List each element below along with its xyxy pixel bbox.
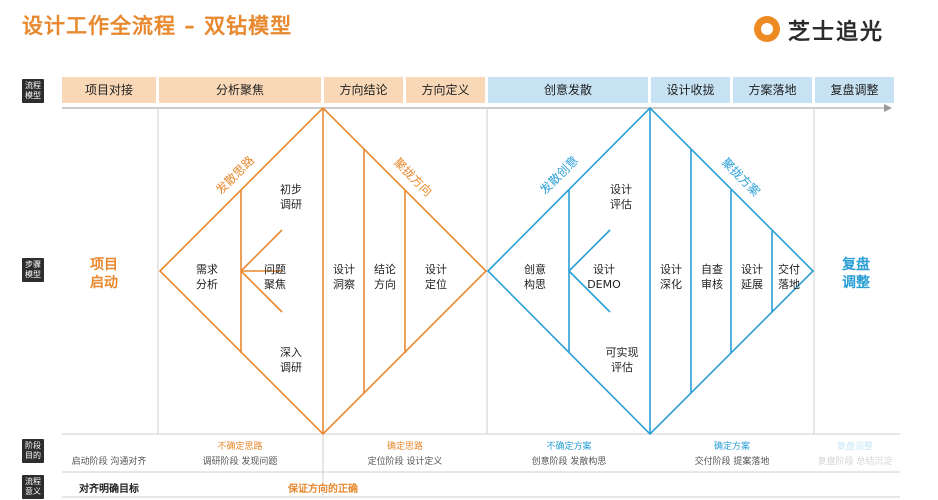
- row-label-process-model: 流程 模型: [22, 79, 44, 103]
- header-review-adjust: 复盘调整: [815, 77, 894, 103]
- header-direction-definition: 方向定义: [406, 77, 485, 103]
- cell-design-extend: 设计 延展: [741, 263, 763, 291]
- diamond-1-converge-label: 聚拢方向: [391, 155, 436, 200]
- row-label-step-model: 步骤 模型: [22, 258, 44, 282]
- cell-feasibility-evaluation: 可实现 评估: [605, 346, 639, 374]
- brand-logo-icon: [754, 16, 780, 42]
- diamond-2-diverge-label: 发散创意: [537, 153, 582, 198]
- stage-goal-review-sub: 复盘阶段 总结沉淀: [817, 457, 893, 467]
- timeline-arrow-icon: [884, 104, 892, 112]
- cell-design-insight: 设计 洞察: [333, 263, 355, 291]
- stage-goal-d2-left-title: 不确定方案: [546, 442, 592, 452]
- cell-creative-ideation: 创意 构思: [524, 263, 546, 291]
- cell-conclusion-direction: 结论 方向: [374, 263, 396, 291]
- side-label-review: 复盘 调整: [842, 257, 870, 291]
- meaning-kickoff: 对齐明确目标: [79, 484, 139, 495]
- diamond-2: [486, 106, 815, 436]
- meaning-diamond-1: 保证方向的正确: [288, 484, 358, 495]
- diamond-2-outline: [486, 106, 815, 436]
- cell-deep-research: 深入 调研: [280, 346, 302, 374]
- header-creative-diverge: 创意发散: [488, 77, 648, 103]
- brand-logo: 芝士追光: [754, 14, 904, 54]
- cell-delivery-landing: 交付 落地: [778, 263, 800, 291]
- header-design-converge: 设计收拢: [651, 77, 730, 103]
- side-label-start: 项目 启动: [90, 257, 118, 291]
- stage-goal-d2-left-sub: 创意阶段 发散构思: [531, 457, 607, 467]
- cell-design-demo: 设计 DEMO: [587, 263, 621, 291]
- cell-problem-focus: 问题 聚焦: [264, 263, 286, 291]
- stage-goal-d1-left-title: 不确定思路: [217, 442, 263, 452]
- stage-goal-d2-right-title: 确定方案: [713, 442, 750, 452]
- diamond-1: [158, 106, 488, 436]
- cell-design-positioning: 设计 定位: [425, 263, 447, 291]
- stage-goal-d1-right-sub: 定位阶段 设计定义: [367, 457, 443, 467]
- diamond-2-converge-label: 聚拢方案: [719, 155, 764, 200]
- cell-requirement-analysis: 需求 分析: [196, 263, 218, 291]
- cell-design-deepen: 设计 深化: [660, 263, 682, 291]
- row-label-stage-goal: 阶段 目的: [22, 439, 44, 463]
- diamond-1-diverge-label: 发散思路: [213, 153, 258, 198]
- header-direction-conclusion: 方向结论: [324, 77, 403, 103]
- cell-initial-research: 初步 调研: [280, 183, 302, 211]
- cell-self-review: 自查 审核: [701, 263, 723, 291]
- diamond-1-outline: [158, 106, 488, 436]
- page-title: 设计工作全流程 – 双钻模型: [22, 14, 293, 38]
- brand-name: 芝士追光: [788, 20, 885, 45]
- stage-goal-d1-left-sub: 调研阶段 发现问题: [202, 457, 278, 467]
- row-label-process-meaning: 流程 意义: [22, 475, 44, 499]
- stage-goal-d1-right-title: 确定思路: [386, 442, 423, 452]
- header-project-kickoff: 项目对接: [62, 77, 156, 103]
- stage-goal-review-title: 复盘调整: [836, 442, 873, 452]
- header-solution-landing: 方案落地: [733, 77, 812, 103]
- stage-goal-d2-right-sub: 交付阶段 提案落地: [694, 457, 770, 467]
- stage-goal-kickoff: 启动阶段 沟通对齐: [71, 457, 147, 467]
- cell-design-evaluation: 设计 评估: [610, 183, 632, 211]
- header-analysis-focus: 分析聚焦: [159, 77, 321, 103]
